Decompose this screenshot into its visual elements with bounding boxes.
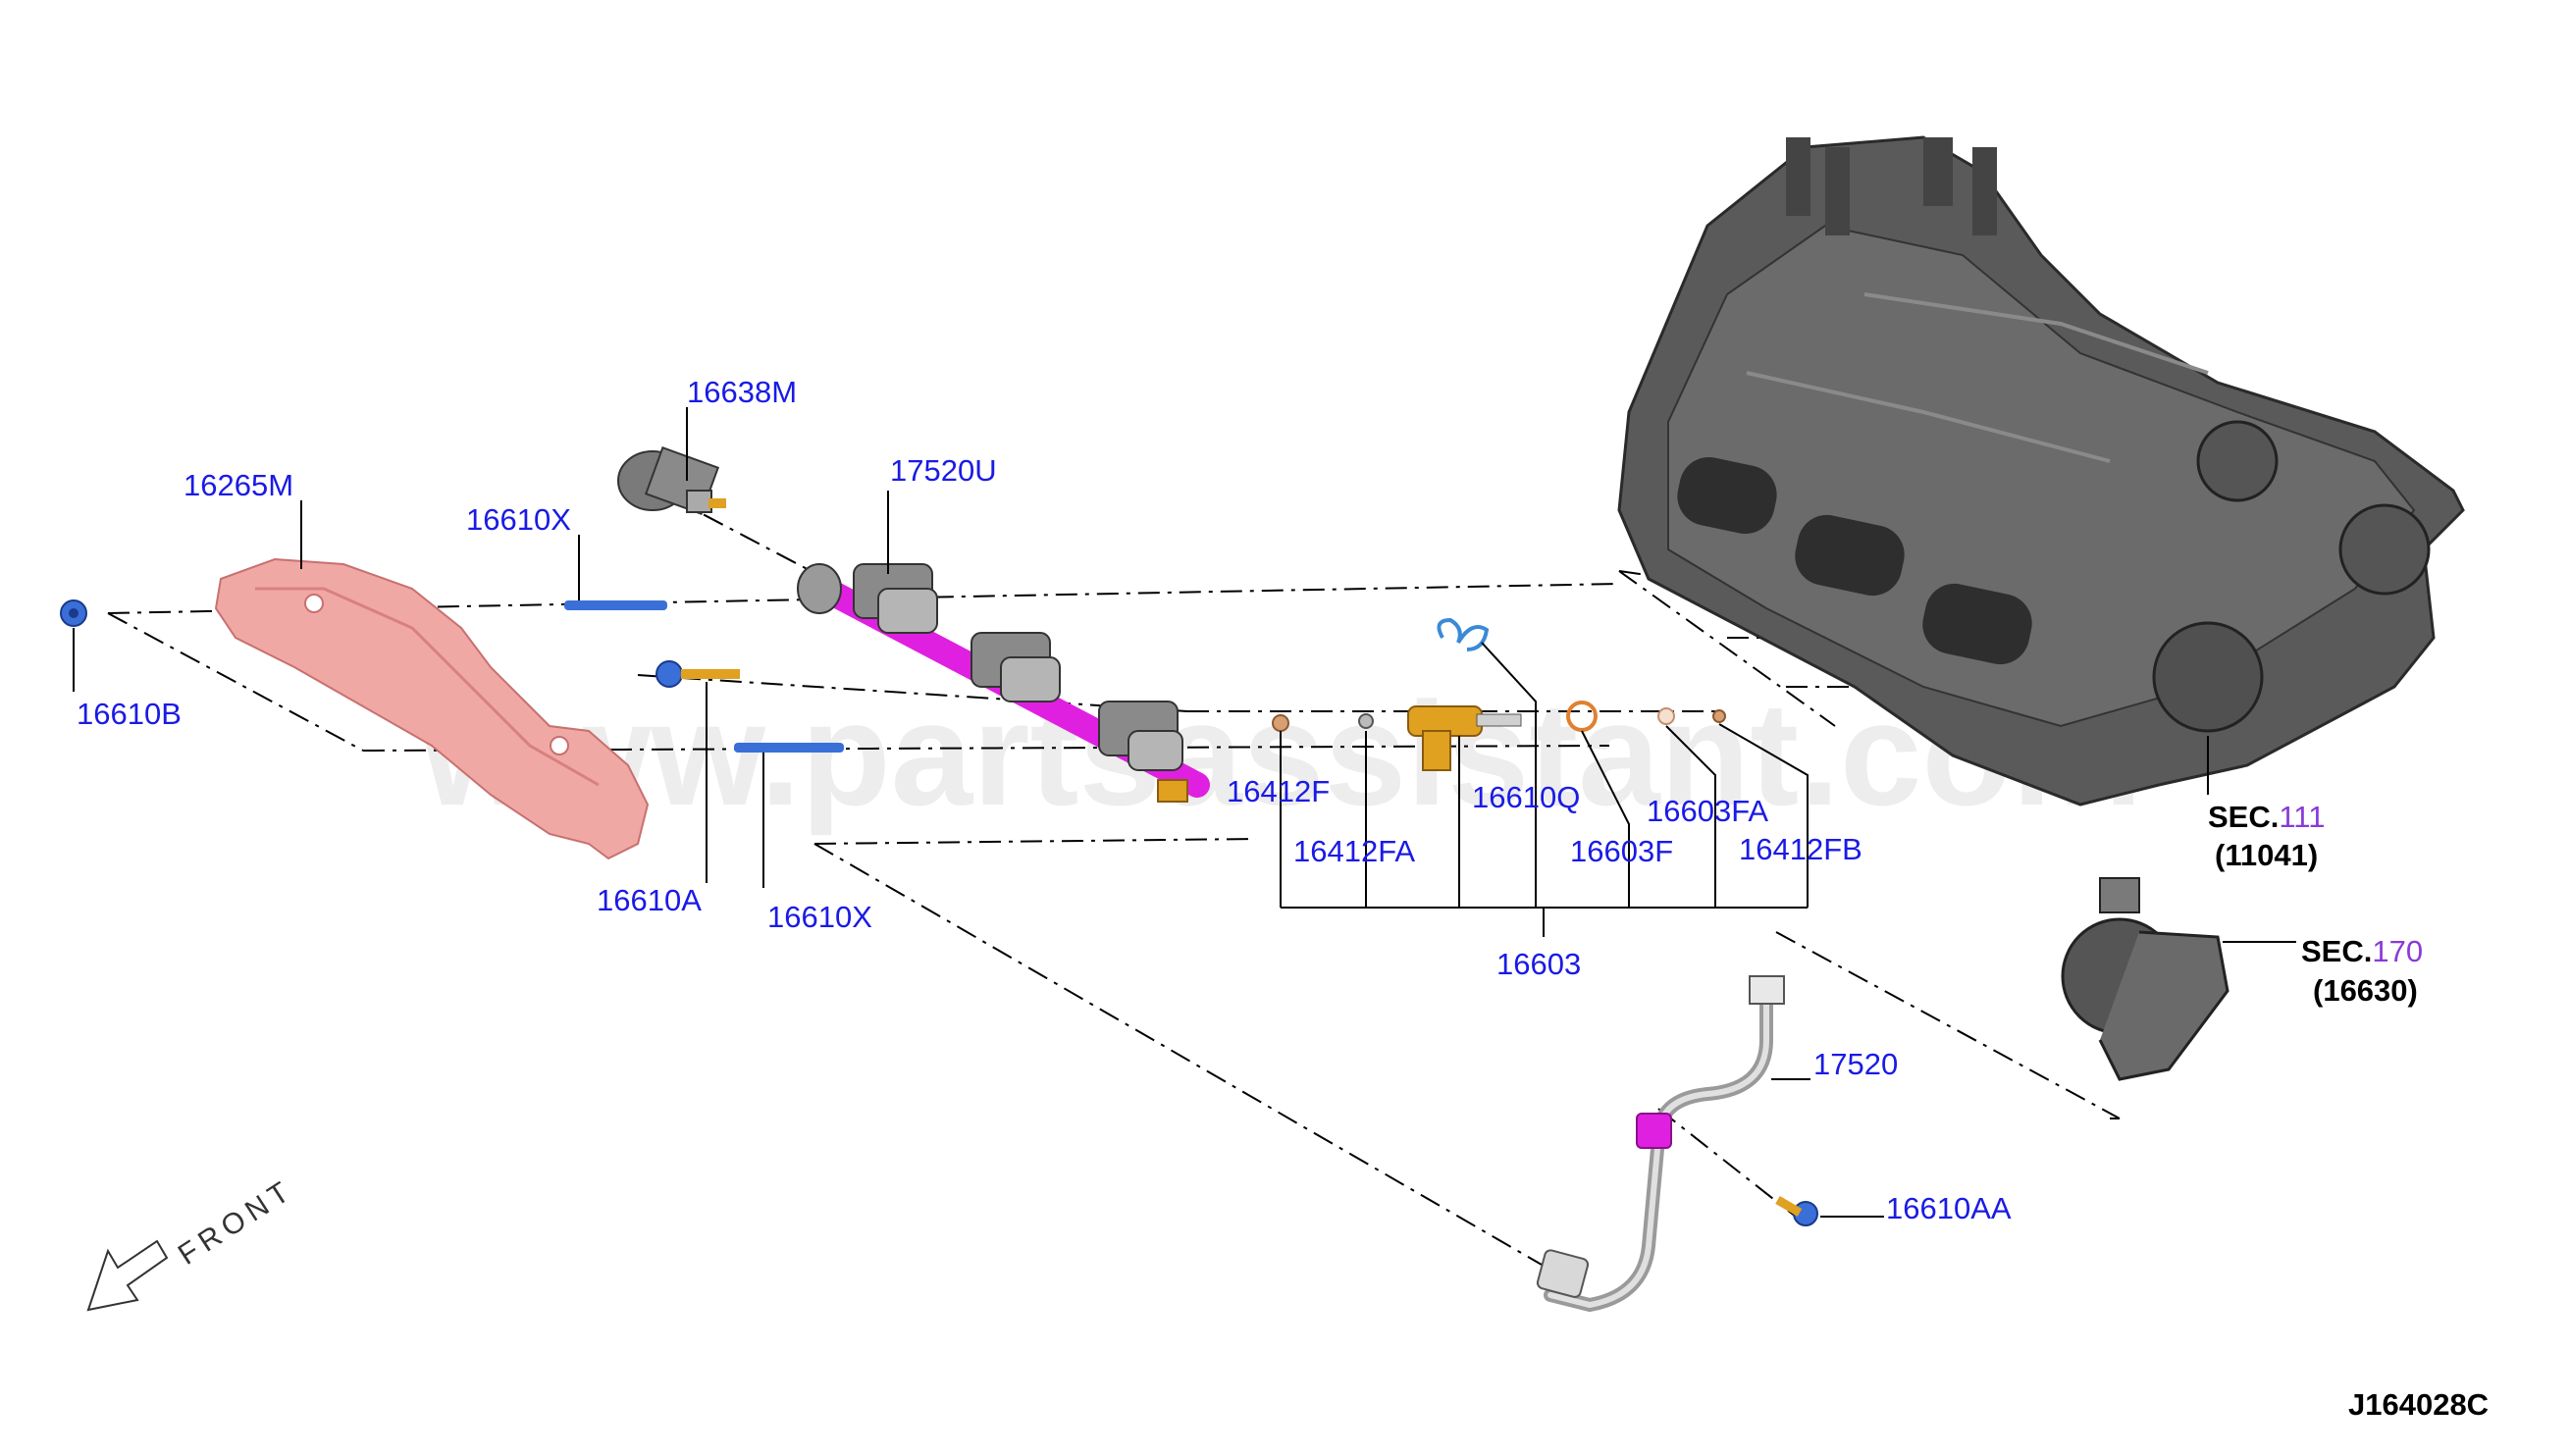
section-111-part: (11041): [2215, 838, 2318, 872]
section-170-part: (16630): [2313, 973, 2418, 1008]
section-170-prefix: SEC.: [2301, 934, 2372, 968]
leader-lines: [73, 407, 2296, 1218]
label-16610A: 16610A: [597, 883, 702, 917]
label-17520: 17520: [1813, 1047, 1898, 1081]
fuel-pump-illustration: [2061, 877, 2229, 1081]
pressure-sensor-16638M: [617, 445, 726, 516]
label-16603: 16603: [1496, 947, 1581, 981]
label-16603FA: 16603FA: [1647, 794, 1768, 828]
cylinder-head-illustration: [1617, 135, 2465, 806]
bolt-16610A: [656, 660, 740, 688]
injector-washer-16412FA: [1358, 713, 1374, 729]
fuel-injector-16603: [1407, 705, 1522, 771]
heat-shield-16265M: [214, 557, 650, 860]
label-16603F: 16603F: [1570, 834, 1673, 868]
label-16610X-lower: 16610X: [767, 900, 872, 934]
label-16265M: 16265M: [184, 468, 293, 502]
label-16610B: 16610B: [77, 697, 182, 731]
washer-16412FB: [1712, 709, 1726, 723]
section-111-prefix: SEC.: [2208, 800, 2279, 834]
label-16412FA: 16412FA: [1293, 834, 1415, 868]
label-16610Q: 16610Q: [1472, 780, 1580, 814]
section-170-number: 170: [2372, 934, 2423, 968]
fuel-tube-17520: [1536, 975, 1785, 1313]
label-16638M: 16638M: [687, 375, 797, 409]
injector-clip-16610Q: [1437, 617, 1490, 651]
injector-seal-16412F: [1272, 714, 1289, 732]
fuel-rail-17520U: [797, 563, 1210, 803]
label-16610AA: 16610AA: [1886, 1191, 2012, 1225]
stud-16610X-upper: [564, 600, 667, 610]
front-label: FRONT: [173, 1173, 300, 1272]
label-17520U: 17520U: [890, 453, 997, 488]
o-ring-16603F: [1566, 701, 1598, 732]
front-direction-arrow: FRONT: [86, 1173, 300, 1312]
stud-16610X-lower: [734, 743, 844, 753]
nut-16610B: [60, 599, 87, 627]
label-16412F: 16412F: [1227, 774, 1330, 808]
bolt-16610AA: [1775, 1196, 1818, 1226]
seal-16603FA: [1657, 707, 1675, 725]
diagram-code: J164028C: [2348, 1387, 2489, 1422]
label-16610X-upper: 16610X: [466, 502, 571, 537]
section-111-number: 111: [2279, 800, 2325, 834]
section-ref-111: SEC.111: [2208, 800, 2325, 834]
label-16412FB: 16412FB: [1739, 832, 1862, 866]
section-ref-170: SEC.170: [2301, 934, 2423, 968]
watermark-text: www.partsassistant.com: [421, 671, 2142, 836]
